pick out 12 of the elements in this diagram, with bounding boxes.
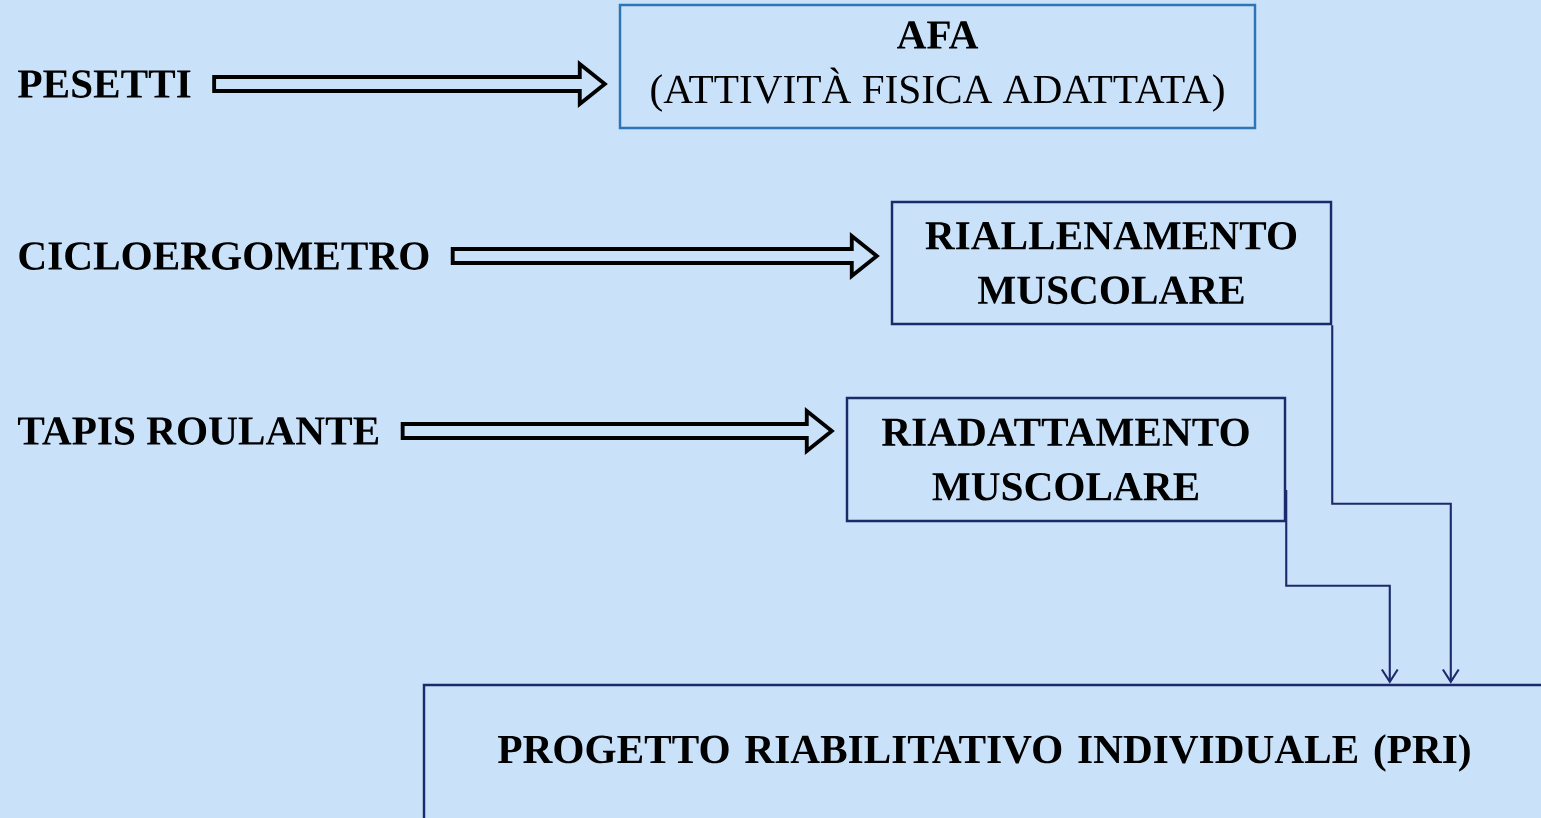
arrow: [1331, 325, 1460, 684]
block-arrow: [212, 59, 608, 109]
label-text: PESETTI: [18, 70, 191, 98]
block-arrow: [450, 232, 880, 281]
label-text: TAPIS ROULANTE: [18, 417, 379, 445]
block-arrow: [400, 407, 835, 456]
process-box: RIADATTAMENTO MUSCOLARE: [845, 396, 1287, 523]
process-box: PROGETTO RIABILITATIVO INDIVIDUALE (PRI): [422, 683, 1541, 818]
arrow: [1285, 490, 1399, 684]
process-box: RIALLENAMENTO MUSCOLARE: [890, 200, 1333, 326]
label-text: CICLOERGOMETRO: [19, 242, 429, 270]
process-box: AFA (ATTIVITÀ FISICA ADATTATA): [618, 3, 1257, 130]
